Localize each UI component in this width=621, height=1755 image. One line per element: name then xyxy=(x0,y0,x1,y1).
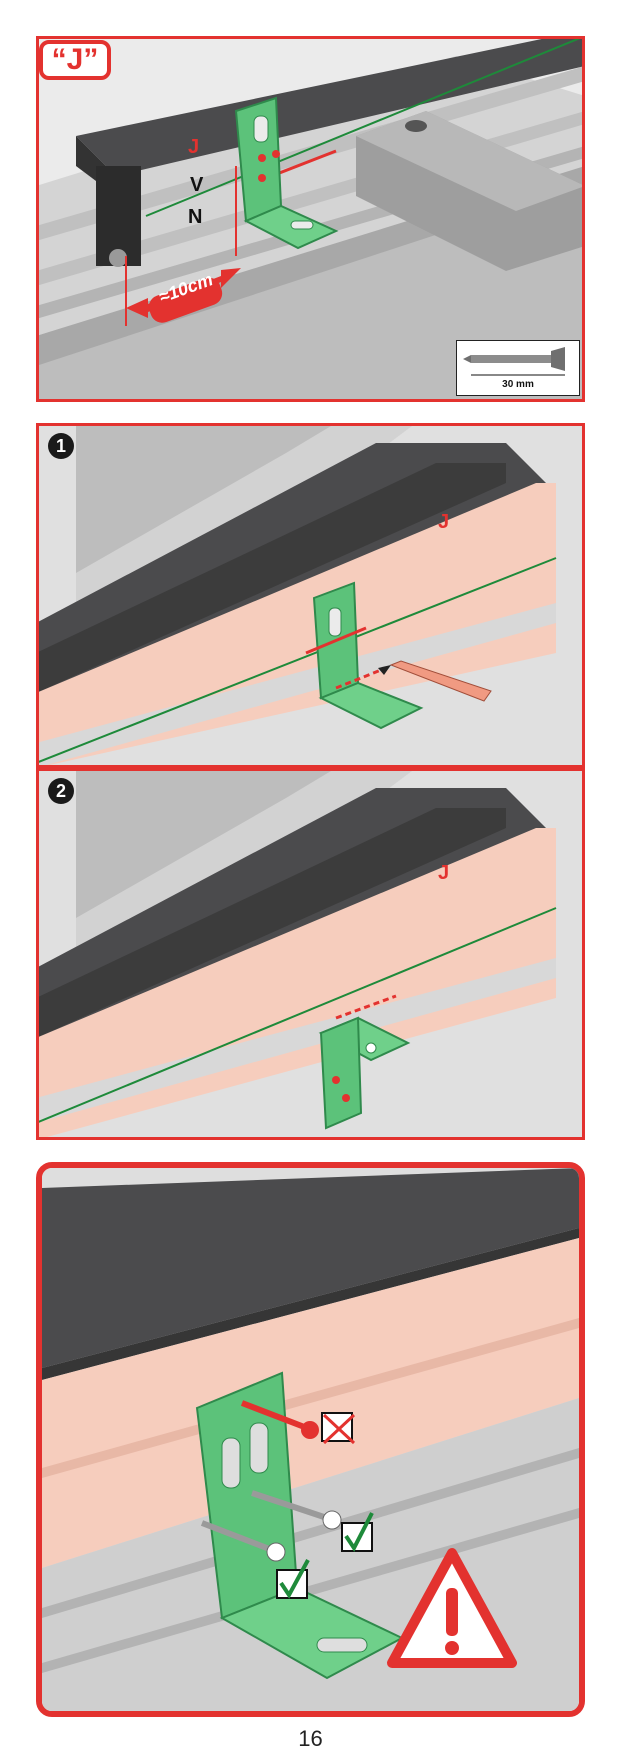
screw-spec-box: 30 mm xyxy=(456,340,580,396)
panel-title: “J” xyxy=(39,40,111,80)
panel-j-illustration xyxy=(36,36,585,402)
panel-j-line: J V N xyxy=(36,36,585,402)
l-bracket-icon xyxy=(234,96,339,250)
screw-length-label: 30 mm xyxy=(502,379,534,390)
page-number: 16 xyxy=(298,1726,323,1751)
step-number-1: 1 xyxy=(48,433,74,459)
step-number-2: 2 xyxy=(48,778,74,804)
panel-step-1: 1 J xyxy=(36,423,585,768)
step-2-illustration xyxy=(36,768,585,1140)
step-1-illustration xyxy=(36,423,585,768)
check-mark-icon xyxy=(341,1512,374,1552)
l-bracket-icon xyxy=(318,1016,411,1130)
screw-icon xyxy=(200,1520,286,1562)
pencil-icon xyxy=(378,660,492,702)
warning-illustration xyxy=(42,1168,579,1711)
cross-mark-icon xyxy=(321,1412,356,1445)
panel-step-2: 2 J xyxy=(36,768,585,1140)
screw-icon xyxy=(463,347,565,376)
check-mark-icon xyxy=(276,1559,310,1599)
panel-warning xyxy=(36,1162,585,1717)
line-label-j: J xyxy=(188,136,200,158)
screw-icon xyxy=(251,1490,342,1530)
step-1-line-label: J xyxy=(438,511,450,533)
warning-triangle-icon xyxy=(387,1548,517,1668)
line-label-n: N xyxy=(188,206,203,228)
line-label-v: V xyxy=(190,174,204,196)
step-2-line-label: J xyxy=(438,862,450,884)
screw-icon xyxy=(240,1400,319,1439)
